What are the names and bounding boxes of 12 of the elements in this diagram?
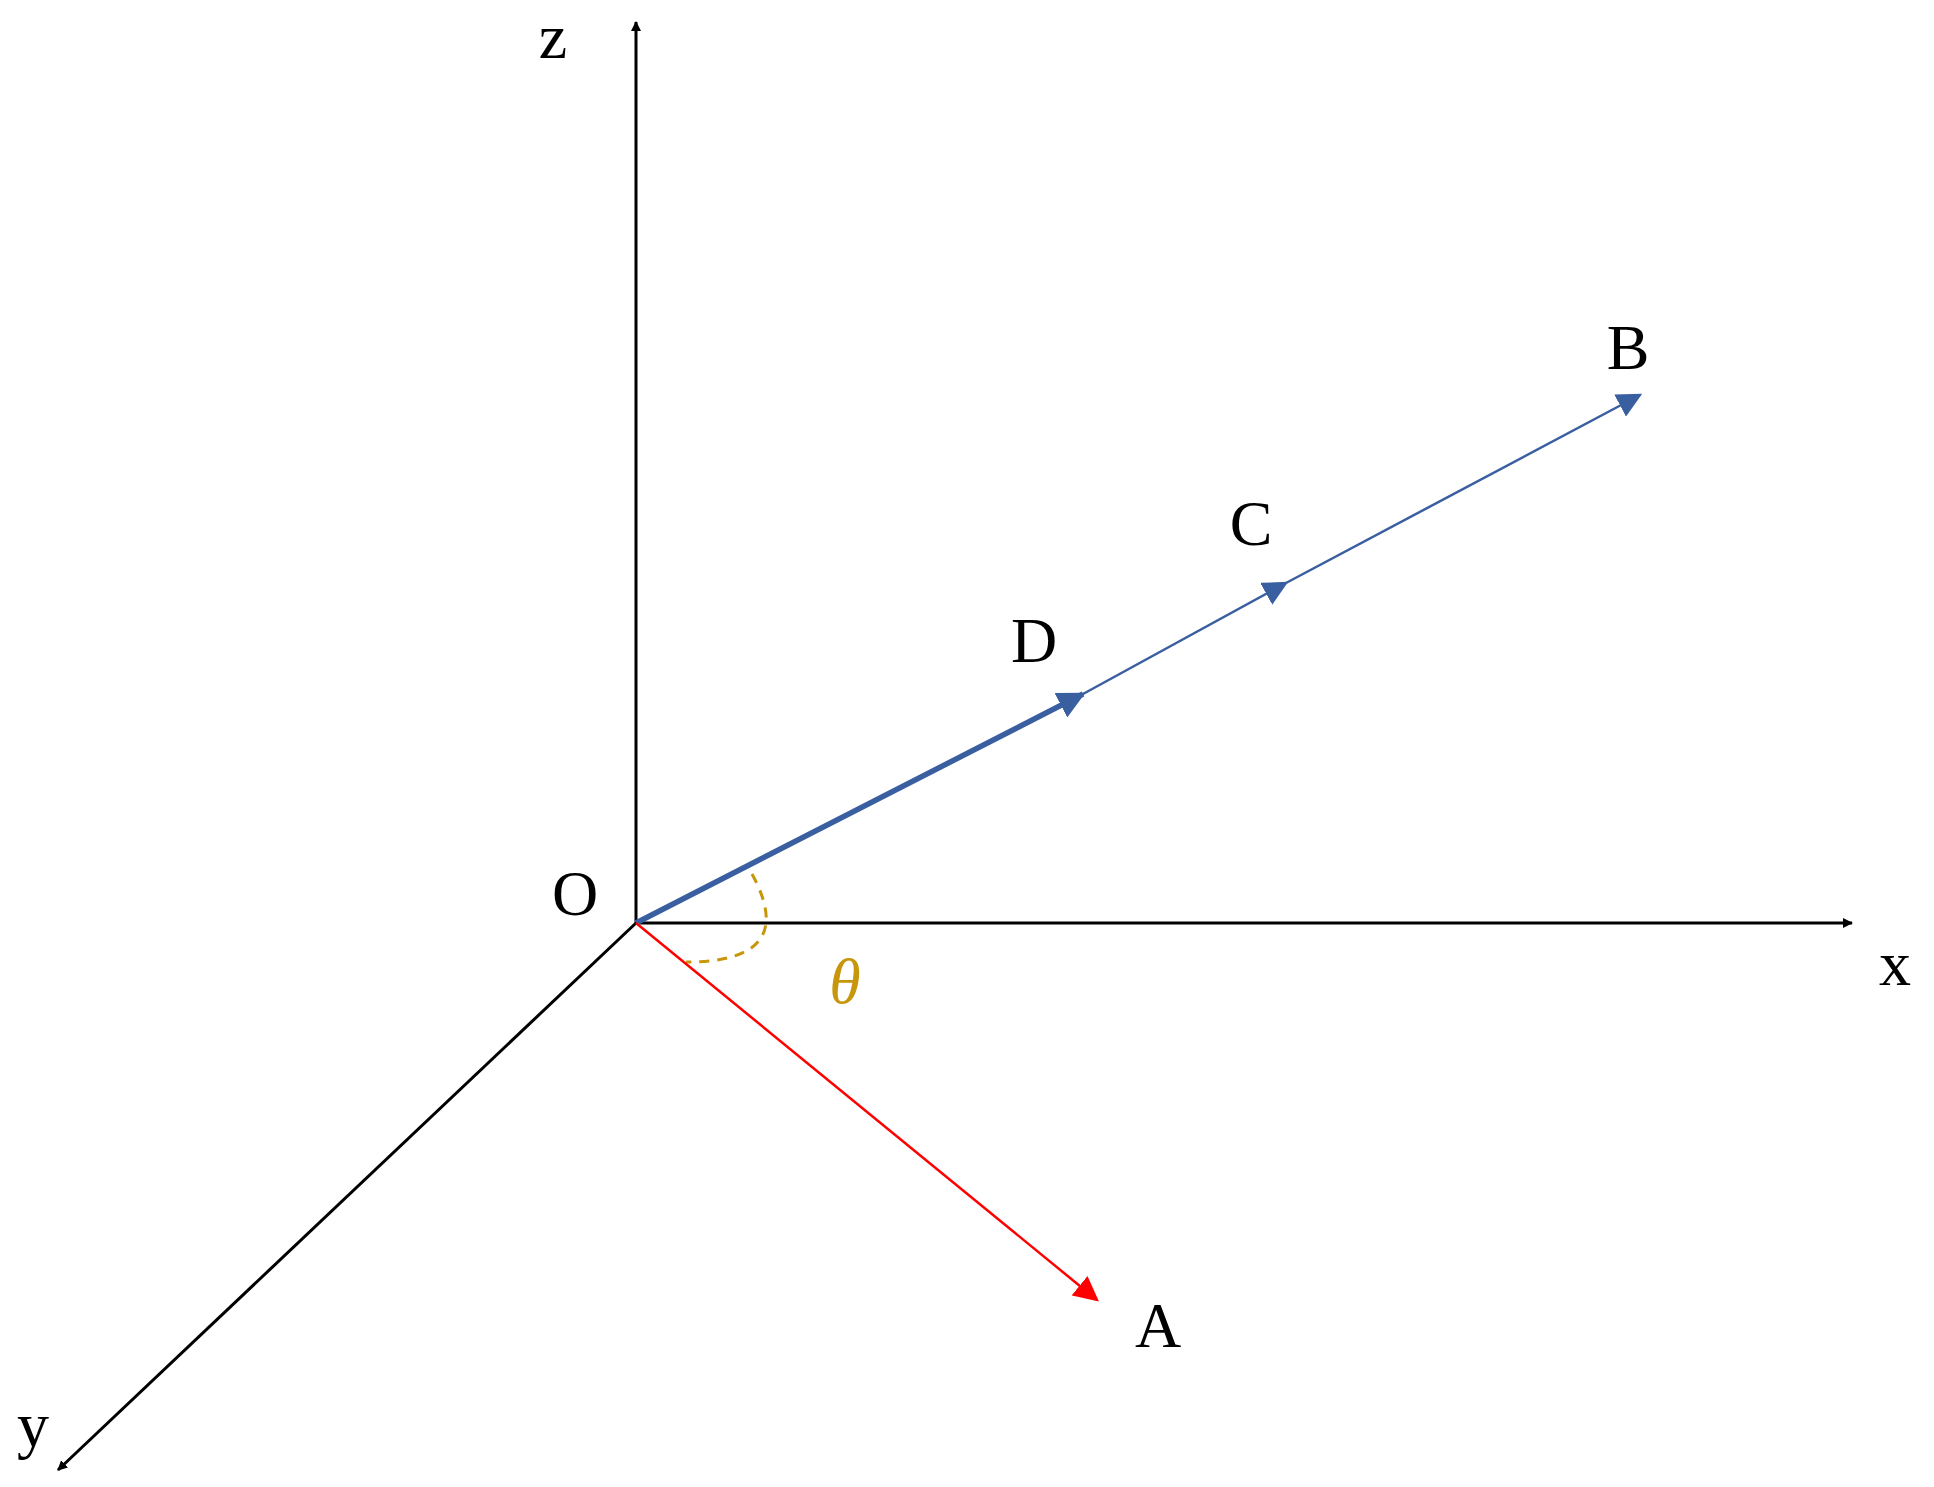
- point-label: B: [1606, 316, 1650, 380]
- arrow: [1082, 581, 1289, 696]
- point-label: D: [1010, 609, 1058, 673]
- axis-label: x: [1879, 932, 1911, 996]
- arrow: [635, 922, 1099, 1302]
- arrow: [1285, 393, 1643, 585]
- point-label: A: [1134, 1294, 1182, 1358]
- point-label: C: [1229, 492, 1273, 556]
- point-label: O: [551, 862, 599, 926]
- axis-label: z: [538, 5, 568, 69]
- arrow: [634, 691, 1086, 926]
- angle-label: θ: [829, 950, 861, 1014]
